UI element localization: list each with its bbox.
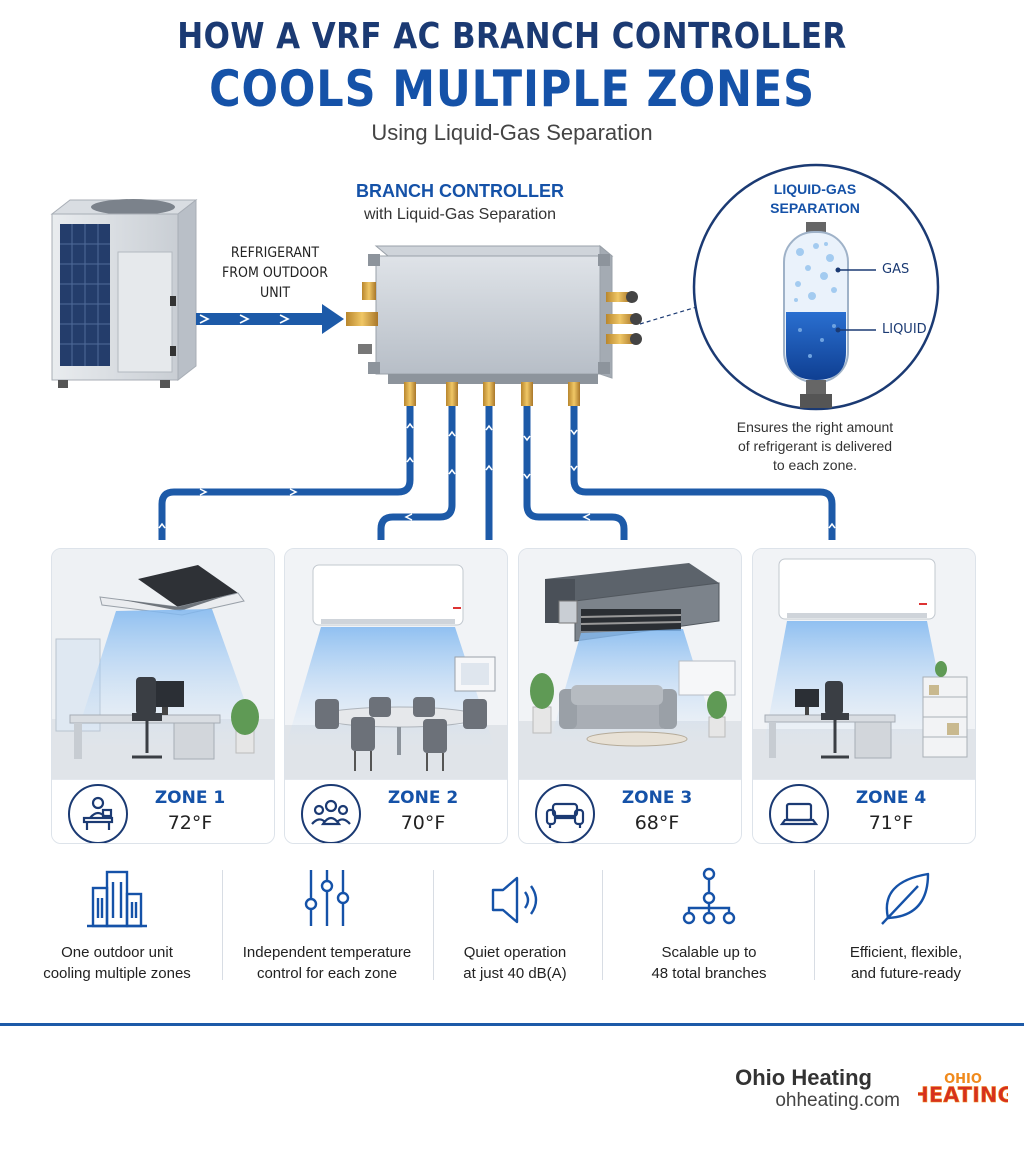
feature-3-line-1: Quiet operation [463, 944, 567, 961]
feature-independent-control: Independent temperature control for each… [227, 866, 427, 986]
separation-note: Ensures the right amount of refrigerant … [710, 418, 920, 475]
speaker-icon [475, 866, 555, 930]
zone-4-name: ZONE 4 [855, 788, 927, 808]
brand-url: ohheating.com [775, 1090, 900, 1111]
gas-label: GAS [882, 262, 910, 277]
feature-1-line-2: cooling multiple zones [43, 965, 191, 982]
zone-3-scene [519, 549, 741, 779]
feature-divider [433, 870, 434, 980]
feature-4-line-2: 48 total branches [651, 965, 767, 982]
separation-title: LIQUID-GAS SEPARATION [740, 180, 890, 218]
logo-top-text: OHIO [944, 1072, 982, 1087]
zone-3-temperature: 68°F [634, 812, 680, 834]
feature-4-line-1: Scalable up to [661, 944, 757, 961]
feature-2-line-2: control for each zone [256, 965, 398, 982]
feature-efficient-text: Efficient, flexible, and future-ready [806, 942, 1006, 984]
separation-title-line-2: SEPARATION [770, 200, 860, 216]
feature-2-line-1: Independent temperature [242, 944, 412, 961]
feature-quiet-operation: Quiet operation at just 40 dB(A) [415, 866, 615, 986]
feature-5-line-1: Efficient, flexible, [849, 944, 963, 961]
feature-efficient: Efficient, flexible, and future-ready [806, 866, 1006, 986]
ohio-heating-logo: OHIO HEATING [918, 1072, 1008, 1107]
feature-scalable: Scalable up to 48 total branches [609, 866, 809, 986]
pipe-flow-arrows [158, 422, 836, 529]
network-icon [669, 866, 749, 930]
title-line-1: HOW A VRF AC BRANCH CONTROLLER [177, 16, 847, 57]
sliders-icon [287, 866, 367, 930]
feature-quiet-operation-text: Quiet operation at just 40 dB(A) [415, 942, 615, 984]
feature-independent-control-text: Independent temperature control for each… [227, 942, 427, 984]
separation-note-line-3: to each zone. [772, 457, 858, 473]
leaf-icon [866, 866, 946, 930]
zone-1-name: ZONE 1 [154, 788, 226, 808]
refrigerant-label-line-3: UNIT [259, 285, 291, 301]
branch-controller-title: BRANCH CONTROLLER [356, 181, 564, 201]
people-group-icon [301, 784, 361, 843]
feature-outdoor-unit-text: One outdoor unit cooling multiple zones [17, 942, 217, 984]
zone-3-info: ZONE 3 68°F [519, 779, 741, 843]
subtitle: Using Liquid-Gas Separation [371, 120, 653, 145]
title-line-2: COOLS MULTIPLE ZONES [209, 60, 815, 118]
zone-1-temperature: 72°F [167, 812, 213, 834]
liquid-label: LIQUID [882, 322, 927, 337]
zone-4-scene [753, 549, 975, 779]
zone-3-name: ZONE 3 [621, 788, 693, 808]
feature-scalable-text: Scalable up to 48 total branches [609, 942, 809, 984]
zone-4-temperature: 71°F [868, 812, 914, 834]
feature-1-line-1: One outdoor unit [61, 944, 173, 961]
footer-divider-line [0, 1023, 1024, 1026]
separator-leader-line [639, 305, 701, 325]
zone-2-info: ZONE 2 70°F [285, 779, 507, 843]
zone-4-info: ZONE 4 71°F [753, 779, 975, 843]
outdoor-unit-illustration [50, 198, 198, 388]
zone-card-4: ZONE 4 71°F [752, 548, 976, 844]
refrigerant-label-line-2: FROM OUTDOOR [222, 265, 328, 281]
feature-5-line-2: and future-ready [850, 965, 962, 982]
zone-card-2: ZONE 2 70°F [284, 548, 508, 844]
sofa-icon [535, 784, 595, 843]
refrigerant-label-line-1: REFRIGERANT [230, 245, 320, 261]
feature-divider [602, 870, 603, 980]
feature-3-line-2: at just 40 dB(A) [463, 965, 567, 982]
feature-divider [222, 870, 223, 980]
separation-note-line-1: Ensures the right amount [736, 419, 894, 435]
building-icon [77, 866, 157, 930]
zone-1-scene [52, 549, 274, 779]
feature-outdoor-unit: One outdoor unit cooling multiple zones [17, 866, 217, 986]
office-desk-icon [68, 784, 128, 843]
refrigerant-label: REFRIGERANT FROM OUTDOOR UNIT [208, 243, 343, 303]
branch-pipes [158, 405, 836, 540]
separation-note-line-2: of refrigerant is delivered [737, 438, 893, 454]
branch-controller-illustration [346, 244, 642, 406]
brand-name: Ohio Heating [735, 1065, 872, 1090]
logo-bottom-text: HEATING [918, 1083, 1008, 1107]
branch-controller-subtitle: with Liquid-Gas Separation [363, 206, 557, 223]
zone-card-3: ZONE 3 68°F [518, 548, 742, 844]
refrigerant-arrow [196, 304, 344, 334]
zone-2-scene [285, 549, 507, 779]
separator-detail [692, 163, 940, 411]
zone-2-name: ZONE 2 [387, 788, 459, 808]
laptop-icon [769, 784, 829, 843]
zone-2-temperature: 70°F [400, 812, 446, 834]
feature-divider [814, 870, 815, 980]
zone-card-1: ZONE 1 72°F [51, 548, 275, 844]
zone-1-info: ZONE 1 72°F [52, 779, 274, 843]
separation-title-line-1: LIQUID-GAS [773, 181, 857, 197]
